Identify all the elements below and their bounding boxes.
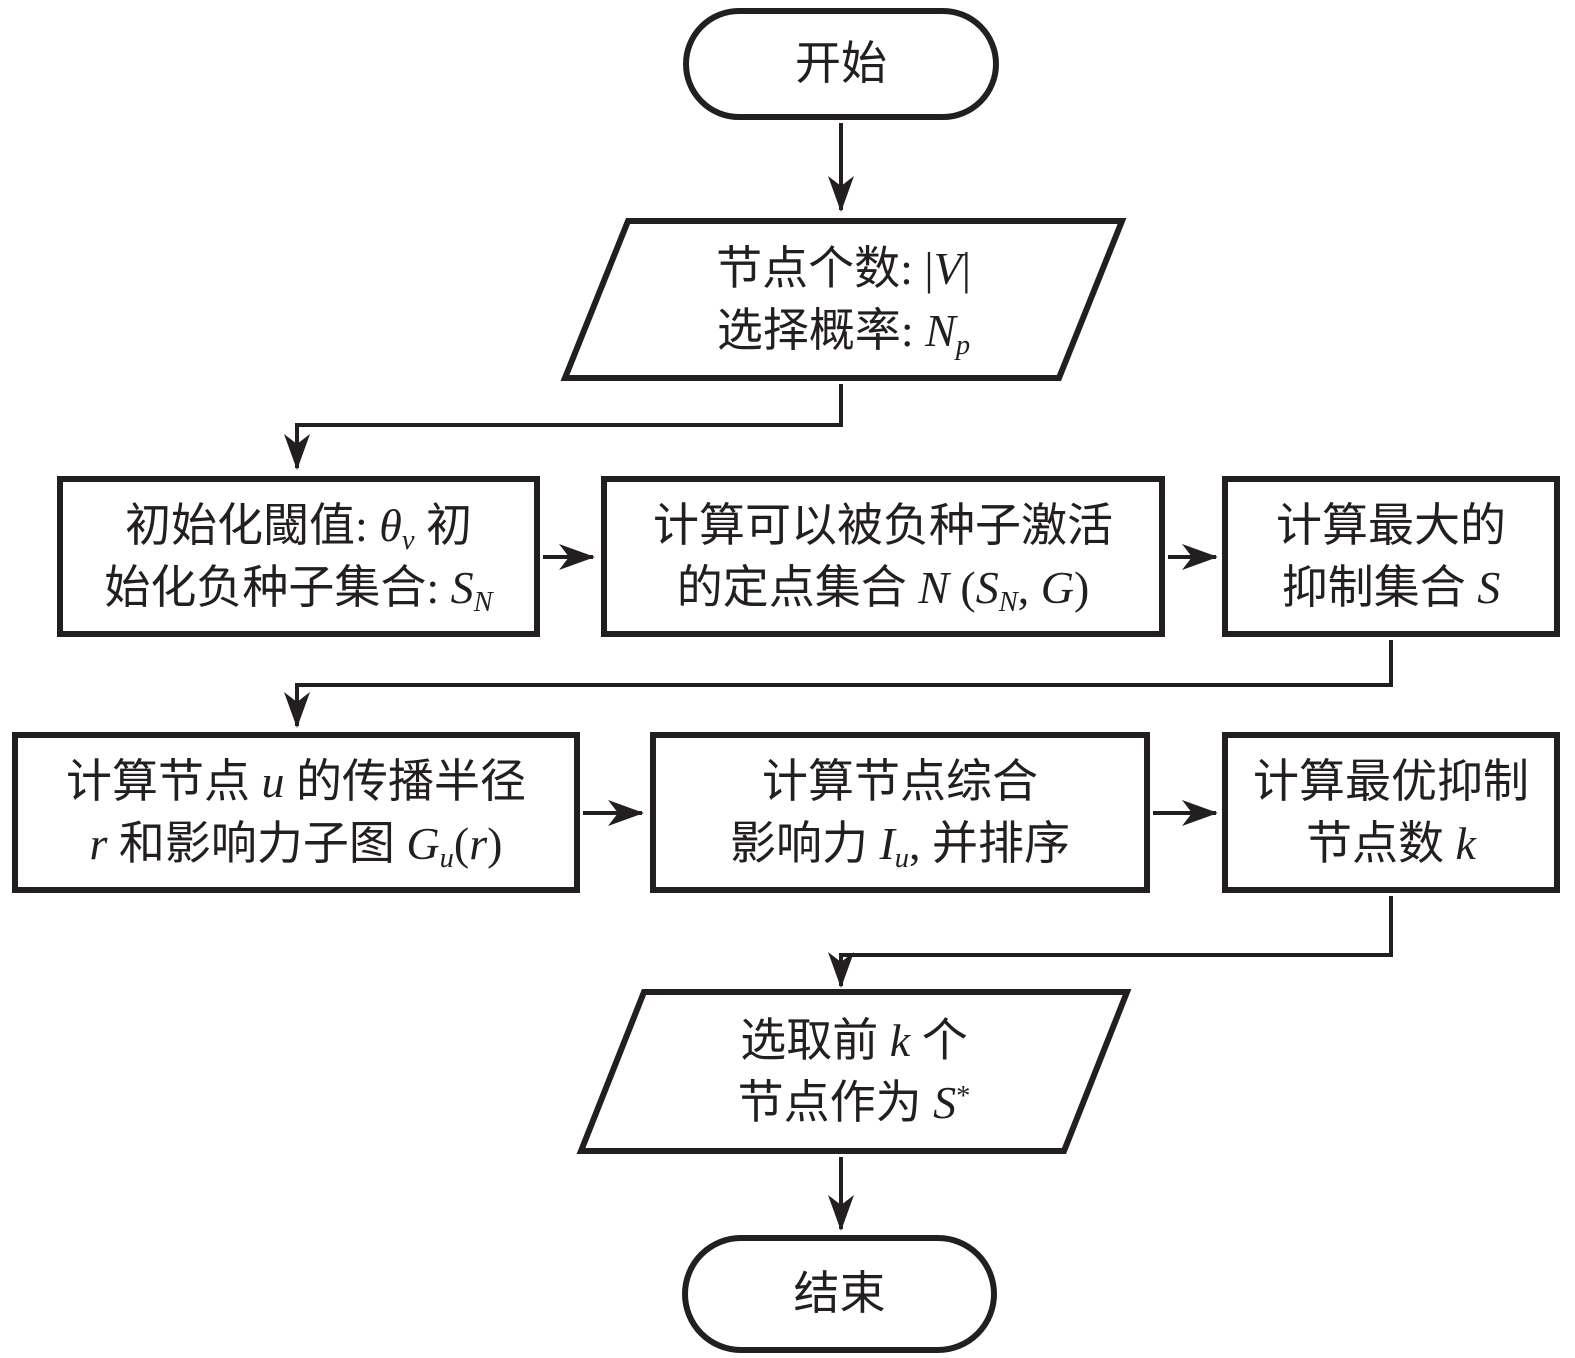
node-end: 结束 bbox=[685, 1238, 994, 1350]
node-influence-line-1: 计算节点综合 bbox=[762, 755, 1038, 807]
shape-init-threshold-process bbox=[57, 476, 540, 637]
node-optimalk-line-1: 计算最优抑制 bbox=[1253, 755, 1529, 807]
edge-input-to-init bbox=[284, 384, 843, 470]
edge-optimalk-to-select bbox=[828, 896, 1393, 988]
shape-end-terminator bbox=[682, 1235, 997, 1353]
node-maxset-line-2: 抑制集合 S bbox=[1281, 561, 1501, 613]
shape-input-parallelogram bbox=[560, 218, 1127, 381]
node-select-top-k: 选取前 k 个 节点作为 S* bbox=[581, 992, 1127, 1151]
shape-max-suppression-process bbox=[1222, 476, 1560, 637]
node-optimalk-line-2: 节点数 k bbox=[1306, 817, 1476, 869]
shape-select-parallelogram bbox=[576, 989, 1132, 1154]
shape-optimal-k-process bbox=[1222, 732, 1560, 893]
node-radius-subgraph: 计算节点 u 的传播半径 r 和影响力子图 Gu(r) bbox=[12, 732, 580, 893]
node-start-label: 开始 bbox=[795, 38, 887, 90]
node-maxset-line-1: 计算最大的 bbox=[1276, 499, 1506, 551]
node-activated-set: 计算可以被负种子激活 的定点集合 N (SN, G) bbox=[601, 476, 1165, 637]
node-input-line-2: 选择概率: Np bbox=[716, 304, 971, 361]
node-optimal-k: 计算最优抑制 节点数 k bbox=[1222, 732, 1560, 893]
node-activated-line-1: 计算可以被负种子激活 bbox=[653, 499, 1113, 551]
node-input-params: 节点个数: |V| 选择概率: Np bbox=[565, 221, 1122, 378]
node-activated-line-2: 的定点集合 N (SN, G) bbox=[676, 561, 1090, 618]
node-radius-line-1: 计算节点 u 的传播半径 bbox=[66, 755, 526, 807]
node-select-line-1: 选取前 k 个 bbox=[740, 1014, 968, 1066]
shape-influence-sort-process bbox=[650, 732, 1150, 893]
node-input-line-1: 节点个数: |V| bbox=[716, 242, 971, 294]
node-end-label: 结束 bbox=[793, 1268, 886, 1320]
node-select-line-2: 节点作为 S* bbox=[737, 1076, 971, 1128]
edge-maxset-to-radius bbox=[284, 640, 1393, 728]
node-start: 开始 bbox=[686, 11, 996, 117]
shape-start-terminator bbox=[683, 8, 999, 120]
node-influence-sort: 计算节点综合 影响力 Iu, 并排序 bbox=[650, 732, 1150, 893]
node-radius-line-2: r 和影响力子图 Gu(r) bbox=[89, 817, 503, 874]
shape-activated-set-process bbox=[601, 476, 1165, 637]
node-influence-line-2: 影响力 Iu, 并排序 bbox=[729, 817, 1071, 874]
node-init-line-1: 初始化閾值: θv 初 bbox=[124, 499, 473, 556]
node-max-suppression-set: 计算最大的 抑制集合 S bbox=[1222, 476, 1560, 637]
node-init-line-2: 始化负种子集合: SN bbox=[104, 561, 493, 618]
shape-radius-subgraph-process bbox=[12, 732, 580, 893]
node-init-threshold: 初始化閾值: θv 初 始化负种子集合: SN bbox=[57, 476, 540, 637]
